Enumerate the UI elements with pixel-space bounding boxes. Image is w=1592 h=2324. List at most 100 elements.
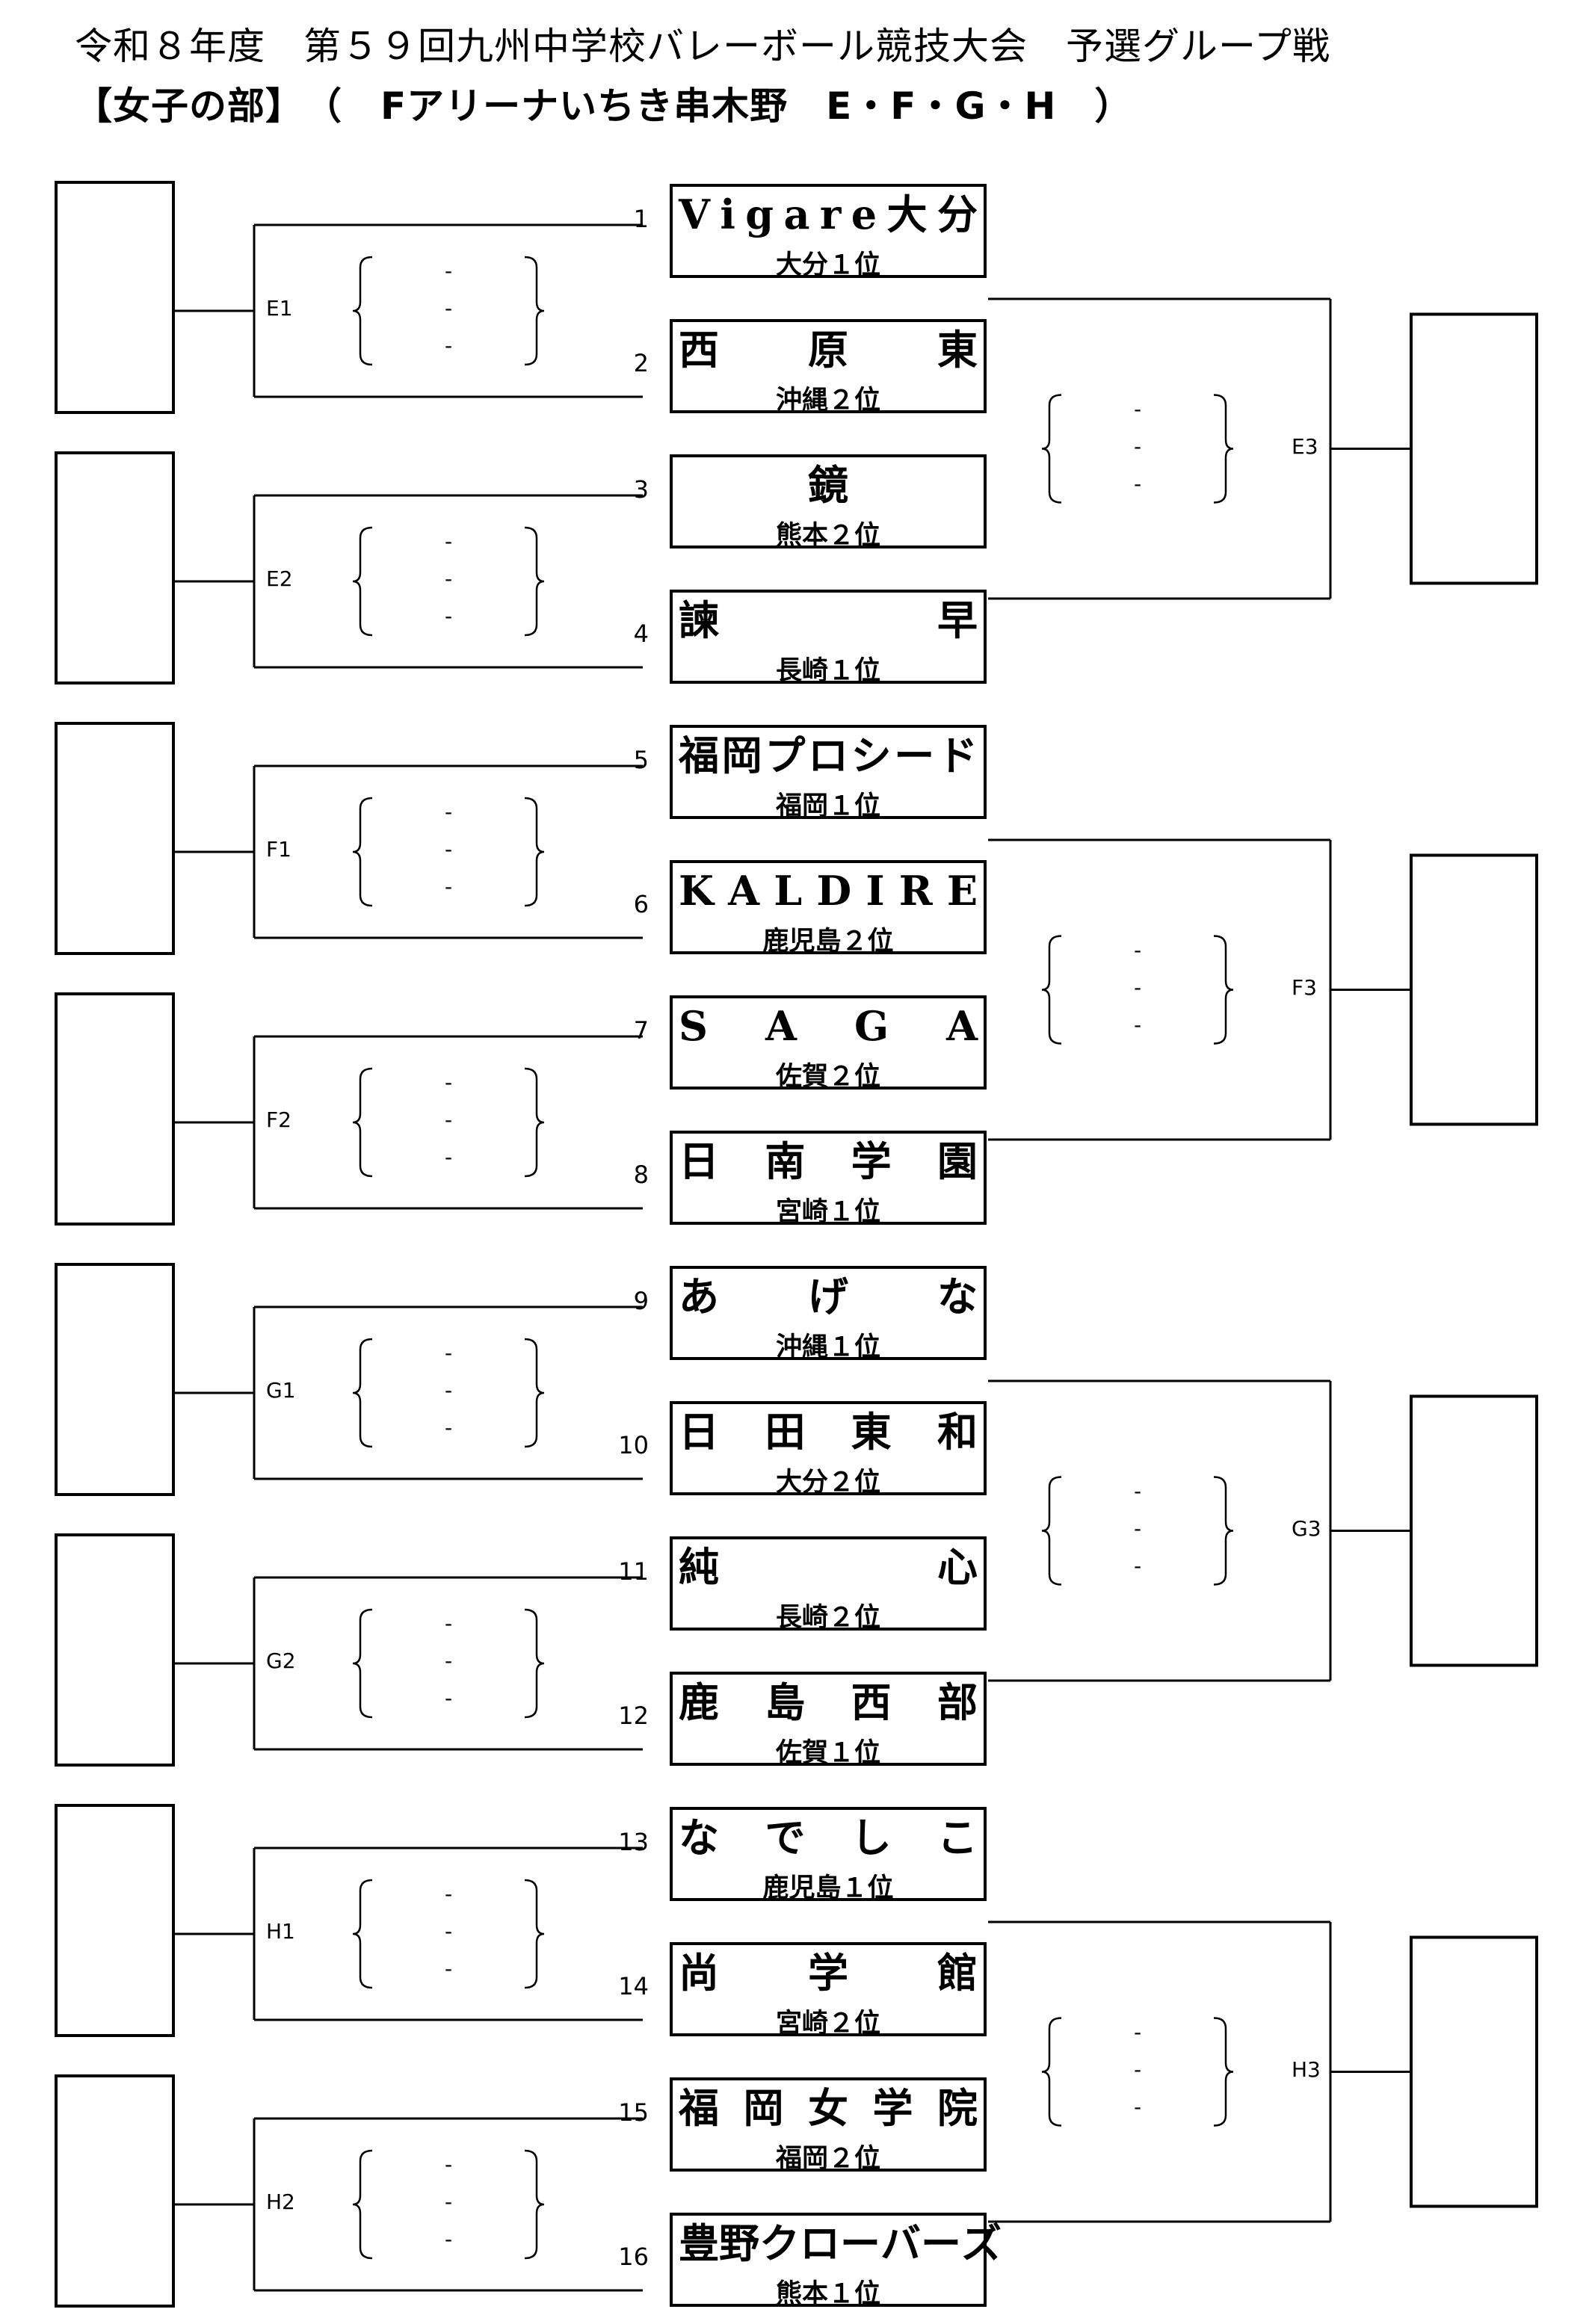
- team-name: 諫早: [679, 594, 978, 646]
- team-name-char: 尚: [679, 1949, 719, 1997]
- match-F2-set-score-2[interactable]: -: [444, 1107, 453, 1132]
- match-F3-set-score-2[interactable]: -: [1133, 974, 1142, 1000]
- match-G1-brace-close: [524, 1338, 545, 1448]
- team-box[interactable]: あげな沖縄１位: [670, 1266, 987, 1362]
- match-E3-set-score-3[interactable]: -: [1133, 471, 1142, 496]
- team-box[interactable]: 鹿島西部佐賀１位: [670, 1672, 987, 1768]
- match-F2-set-score-1[interactable]: -: [444, 1070, 453, 1095]
- team-box[interactable]: 鏡熊本２位: [670, 454, 987, 551]
- match-F2-set-score-3[interactable]: -: [444, 1145, 453, 1169]
- match-E1-set-score-1[interactable]: -: [444, 259, 453, 283]
- winner-box-E3[interactable]: [1410, 312, 1538, 585]
- match-label-H2: H2: [266, 2189, 295, 2214]
- team-name-char: 豊: [679, 2219, 719, 2267]
- team-name-char: シ: [851, 732, 892, 779]
- match-H1-set-score-1[interactable]: -: [444, 1882, 453, 1906]
- winner-box-E1[interactable]: [55, 181, 175, 414]
- match-E1-set-score-2[interactable]: -: [444, 296, 453, 321]
- match-G3-set-score-2[interactable]: -: [1133, 1515, 1142, 1541]
- match-E3-brace-close: [1213, 394, 1234, 504]
- winner-box-H2[interactable]: [55, 2074, 175, 2308]
- match-E3-set-score-1[interactable]: -: [1133, 396, 1142, 421]
- match-F3-set-score-1[interactable]: -: [1133, 937, 1142, 962]
- match-H2-set-score-2[interactable]: -: [444, 2189, 453, 2214]
- seed-number: 12: [618, 1702, 649, 1730]
- seed-number: 14: [618, 1972, 649, 2000]
- match-G3-set-score-1[interactable]: -: [1133, 1478, 1142, 1504]
- match-F1-set-score-3[interactable]: -: [444, 874, 453, 899]
- team-box[interactable]: 西原東沖縄２位: [670, 319, 987, 415]
- match-H1-set-score-3[interactable]: -: [444, 1956, 453, 1981]
- winner-box-H3[interactable]: [1410, 1935, 1538, 2208]
- match-G2-set-score-1[interactable]: -: [444, 1611, 453, 1636]
- match-label-F1: F1: [266, 837, 291, 862]
- team-name-char: G: [854, 1002, 889, 1050]
- match-G2-set-score-2[interactable]: -: [444, 1648, 453, 1673]
- match-label-F3: F3: [1292, 974, 1317, 1000]
- team-box[interactable]: 尚学館宮崎２位: [670, 1942, 987, 2039]
- team-name: 福岡女学院: [679, 2082, 978, 2134]
- winner-box-E2[interactable]: [55, 451, 175, 684]
- winner-box-F3[interactable]: [1410, 853, 1538, 1126]
- seed-number: 5: [633, 746, 649, 774]
- match-E2-set-score-2[interactable]: -: [444, 566, 453, 591]
- match-G1-set-score-1[interactable]: -: [444, 1341, 453, 1365]
- team-box[interactable]: 純心長崎２位: [670, 1536, 987, 1633]
- page-title: 令和８年度 第５９回九州中学校バレーボール競技大会 予選グループ戦: [75, 25, 1330, 68]
- match-H3-set-score-2[interactable]: -: [1133, 2056, 1142, 2082]
- match-E1-set-score-3[interactable]: -: [444, 333, 453, 358]
- seed-number: 9: [633, 1287, 649, 1315]
- team-prefecture-rank: 長崎２位: [775, 1603, 880, 1633]
- team-name-char: 西: [679, 326, 719, 374]
- match-F1-set-score-1[interactable]: -: [444, 800, 453, 824]
- seed-number: 15: [618, 2098, 649, 2127]
- match-F1-brace-close: [524, 797, 545, 907]
- team-name-char: ロ: [800, 2219, 840, 2267]
- winner-box-H1[interactable]: [55, 1804, 175, 2037]
- team-prefecture-rank: 大分２位: [775, 1468, 880, 1498]
- team-name-char: し: [851, 1814, 892, 1861]
- match-E2-set-score-1[interactable]: -: [444, 529, 453, 554]
- team-name: なでしこ: [679, 1811, 978, 1864]
- match-H1-set-score-2[interactable]: -: [444, 1919, 453, 1944]
- match-E2-set-score-3[interactable]: -: [444, 604, 453, 628]
- match-H2-set-score-3[interactable]: -: [444, 2227, 453, 2252]
- match-G1-set-score-2[interactable]: -: [444, 1378, 453, 1403]
- match-G3-set-score-3[interactable]: -: [1133, 1553, 1142, 1578]
- match-H3-set-score-3[interactable]: -: [1133, 2094, 1142, 2119]
- winner-box-G1[interactable]: [55, 1263, 175, 1496]
- winner-box-F2[interactable]: [55, 992, 175, 1226]
- team-name: 鹿島西部: [679, 1676, 978, 1728]
- match-E3-set-score-2[interactable]: -: [1133, 433, 1142, 459]
- team-name-char: 野: [719, 2219, 759, 2267]
- team-box[interactable]: 日南学園宮崎１位: [670, 1131, 987, 1227]
- match-E1-brace-close: [524, 256, 545, 366]
- team-box[interactable]: 諫早長崎１位: [670, 590, 987, 686]
- match-label-E3: E3: [1292, 433, 1318, 459]
- winner-box-G2[interactable]: [55, 1533, 175, 1767]
- team-box[interactable]: 福岡プロシード福岡１位: [670, 725, 987, 821]
- match-E2-brace-open: [352, 526, 373, 637]
- team-name-char: 西: [851, 1678, 892, 1726]
- match-F3-set-score-3[interactable]: -: [1133, 1012, 1142, 1037]
- team-prefecture-rank: 佐賀１位: [775, 1738, 880, 1768]
- team-box[interactable]: なでしこ鹿児島１位: [670, 1807, 987, 1903]
- winner-box-G3[interactable]: [1410, 1394, 1538, 1667]
- team-box[interactable]: 福岡女学院福岡２位: [670, 2077, 987, 2174]
- winner-box-F1[interactable]: [55, 722, 175, 955]
- team-box[interactable]: 日田東和大分２位: [670, 1401, 987, 1498]
- team-prefecture-rank: 沖縄１位: [775, 1332, 880, 1362]
- team-name-char: 園: [937, 1137, 978, 1185]
- match-label-G1: G1: [266, 1378, 296, 1403]
- match-G2-set-score-3[interactable]: -: [444, 1686, 453, 1710]
- team-box[interactable]: 豊野クローバーズ熊本１位: [670, 2213, 1002, 2309]
- match-H2-set-score-1[interactable]: -: [444, 2152, 453, 2177]
- match-F1-set-score-2[interactable]: -: [444, 837, 453, 862]
- match-H3-set-score-1[interactable]: -: [1133, 2019, 1142, 2045]
- match-G1-set-score-3[interactable]: -: [444, 1415, 453, 1440]
- team-name-char: I: [866, 867, 885, 915]
